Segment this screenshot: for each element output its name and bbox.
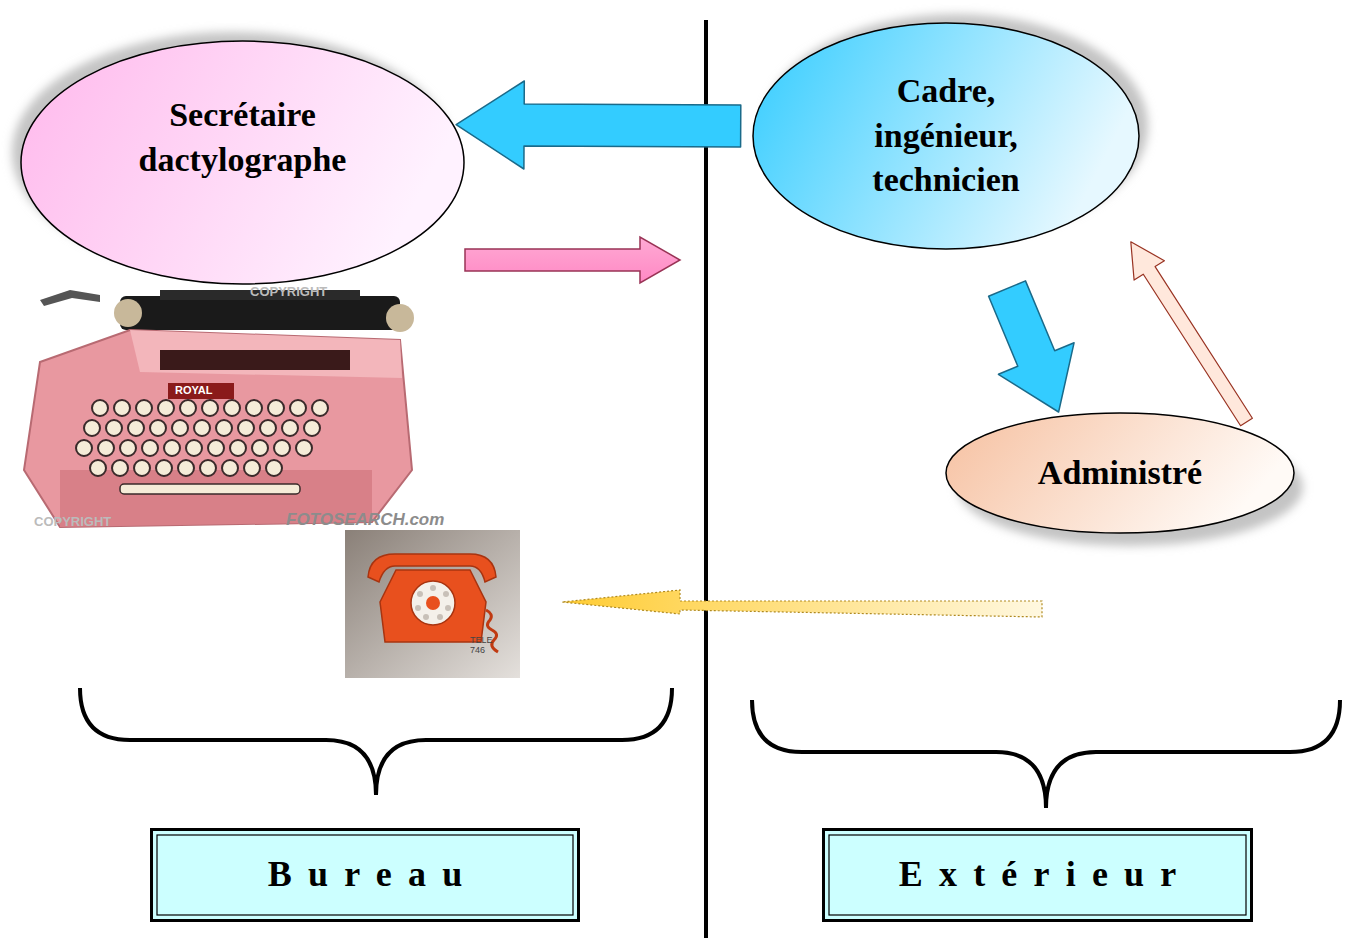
ellipse-outline	[21, 41, 464, 284]
shape-shadow	[957, 428, 1303, 546]
box-outer-border	[152, 830, 579, 921]
watermark-label: COPYRIGHT	[34, 514, 111, 529]
node-text: Extérieur	[883, 851, 1193, 899]
node-content: Administré	[945, 412, 1295, 534]
node-outline	[20, 40, 465, 285]
ellipse-node: Secrétaire dactylographe	[20, 40, 465, 285]
telephone-picture	[345, 530, 520, 678]
box-inner-border	[829, 835, 1246, 915]
shape-shadow	[12, 32, 453, 273]
node-text: Administré	[1038, 451, 1202, 496]
label-box: Bureau	[150, 828, 580, 922]
ellipse-outline	[753, 23, 1139, 249]
block-arrow	[456, 81, 741, 169]
node-content: Bureau	[150, 828, 580, 922]
ellipse-node: Cadre, ingénieur, technicien	[752, 22, 1140, 250]
pink-arrow	[465, 237, 680, 283]
box-inner-border	[157, 835, 573, 915]
node-outline	[822, 828, 1253, 922]
node-outline	[150, 828, 580, 922]
watermark-label: COPYRIGHT	[250, 284, 327, 299]
node-content: Secrétaire dactylographe	[20, 40, 465, 285]
ellipse-outline	[946, 413, 1294, 533]
node-outline	[752, 22, 1140, 250]
node-text: Bureau	[252, 851, 479, 899]
block-arrow	[1131, 242, 1253, 426]
block-arrow	[989, 281, 1075, 412]
curly-brace	[80, 688, 672, 795]
curly-brace	[752, 700, 1340, 808]
node-text: Cadre, ingénieur, technicien	[841, 69, 1051, 204]
node-content: Cadre, ingénieur, technicien	[752, 22, 1140, 250]
watermark-label: TELE 746	[470, 636, 500, 656]
box-outer-border	[824, 830, 1252, 921]
watermark-label: FOTOSEARCH.com	[286, 510, 444, 530]
watermark-label: ROYAL	[175, 384, 213, 396]
typewriter-picture	[0, 283, 420, 530]
dotted-arrow	[562, 590, 1042, 617]
label-box: Extérieur	[822, 828, 1253, 922]
node-text: Secrétaire dactylographe	[108, 93, 378, 183]
node-content: Extérieur	[822, 828, 1253, 922]
node-outline	[945, 412, 1295, 534]
divider-line	[704, 20, 708, 938]
ellipse-node: Administré	[945, 412, 1295, 534]
shape-shadow	[764, 14, 1148, 238]
